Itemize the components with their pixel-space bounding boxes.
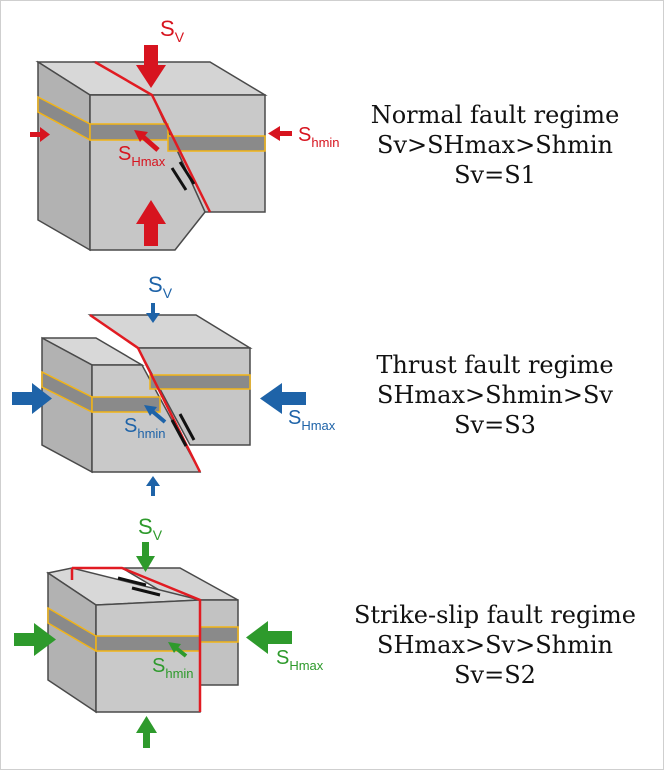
normal-sv-label: SV (160, 16, 185, 45)
strike-shmin-label: Shmin (152, 655, 194, 681)
thrust-shmax-label: SHmax (288, 407, 336, 433)
normal-regime-caption: Normal fault regime Sv>SHmax>Shmin Sv=S1 (330, 100, 660, 190)
strike-shmax-arrow-right (246, 621, 292, 654)
normal-layer-hanging (89, 123, 169, 141)
strike-layer-right (199, 626, 239, 643)
strike-layer-front (95, 635, 201, 652)
normal-sv-arrow-top (136, 45, 166, 88)
normal-shmax-label: SHmax (118, 143, 166, 169)
strike-sv-arrow-top (136, 542, 155, 572)
normal-regime-principal: Sv=S1 (454, 161, 536, 189)
strike-slip-regime-caption: Strike-slip fault regime SHmax>Sv>Shmin … (330, 600, 660, 690)
thrust-shmin-arrow (144, 405, 167, 424)
normal-regime-title: Normal fault regime (370, 101, 620, 129)
thrust-sv-arrow-bottom (146, 476, 160, 496)
thrust-fault-diagram: SV Shmin SHmax (12, 272, 336, 496)
strike-slip-fault-diagram: SV Shmin SHmax (14, 514, 324, 748)
strike-sv-arrow-bottom (136, 716, 157, 748)
normal-shmin-arrow-left (30, 127, 50, 142)
thrust-regime-principal: Sv=S3 (454, 411, 536, 439)
thrust-regime-title: Thrust fault regime (376, 351, 614, 379)
normal-layer-footwall (167, 135, 266, 152)
thrust-layer-footwall (91, 396, 161, 413)
strike-slip-arrow-2 (131, 586, 161, 597)
normal-slip-arrow-1 (170, 167, 188, 191)
strike-shmax-label: SHmax (276, 647, 324, 673)
strike-shmin-arrow (168, 642, 188, 658)
normal-shmin-label: Shmin (298, 124, 340, 150)
thrust-shmin-label: Shmin (124, 415, 166, 441)
strike-shmax-arrow-left (14, 623, 56, 656)
thrust-slip-arrow-1 (170, 419, 188, 447)
normal-sv-arrow-bottom (136, 200, 166, 246)
thrust-shmax-arrow-right (260, 383, 306, 414)
thrust-slip-arrow-2 (178, 413, 196, 441)
normal-shmin-arrow-right (268, 126, 292, 141)
normal-regime-relation: Sv>SHmax>Shmin (377, 131, 613, 159)
thrust-regime-relation: SHmax>Shmin>Sv (377, 381, 613, 409)
normal-block-left-side (37, 60, 91, 252)
strike-sv-label: SV (138, 514, 163, 543)
normal-shmax-arrow (134, 130, 160, 152)
strike-fault-plane (72, 566, 202, 712)
normal-slip-arrow-2 (178, 161, 196, 185)
strike-slip-regime-title: Strike-slip fault regime (353, 601, 637, 629)
thrust-shmax-arrow-left (12, 383, 52, 414)
strike-slip-arrow-1 (117, 576, 147, 587)
thrust-layer-hanging (149, 374, 251, 390)
thrust-sv-label: SV (148, 272, 173, 301)
strike-slip-regime-relation: SHmax>Sv>Shmin (377, 631, 613, 659)
thrust-hanging-front (136, 347, 251, 446)
thrust-sv-arrow-top (146, 303, 160, 323)
strike-slip-regime-principal: Sv=S2 (454, 661, 536, 689)
thrust-regime-caption: Thrust fault regime SHmax>Shmin>Sv Sv=S3 (330, 350, 660, 440)
normal-fault-diagram: SV SHmax Shmin (30, 16, 340, 252)
normal-fault-plane (94, 60, 212, 213)
